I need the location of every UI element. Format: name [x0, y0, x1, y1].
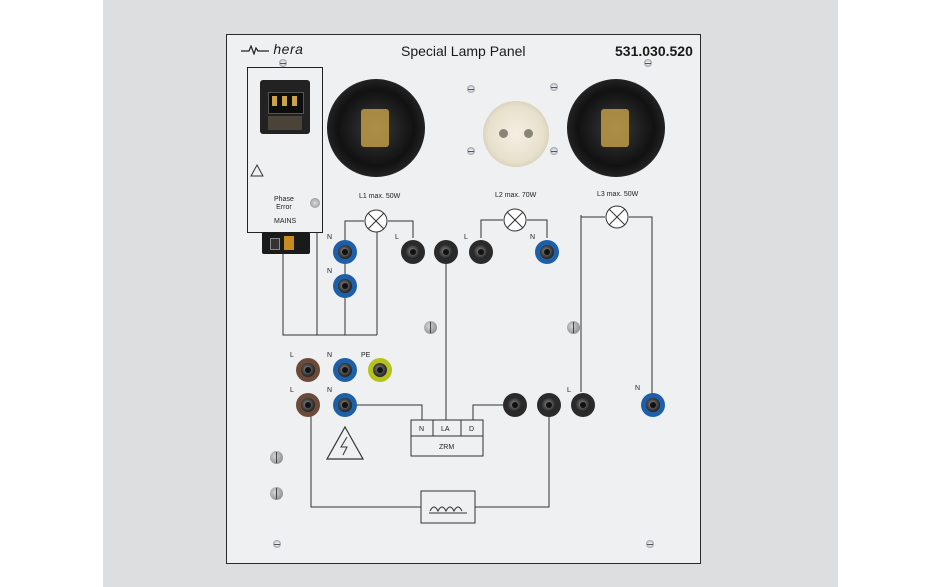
- jack-l-black[interactable]: [469, 240, 493, 264]
- lamp-socket-l1[interactable]: [327, 79, 425, 177]
- lamp-label-l2: L2 max. 70W: [495, 192, 537, 199]
- logo-wave-icon: [241, 44, 269, 57]
- terminal-label-n: N: [530, 234, 536, 241]
- phase-error-lamp: [310, 198, 320, 208]
- terminal-label-l: L: [567, 387, 571, 394]
- mains-switch[interactable]: [262, 232, 310, 254]
- jack-n-blue[interactable]: [535, 240, 559, 264]
- lamp-panel: hera Special Lamp Panel 531.030.520 Phas…: [226, 34, 701, 564]
- jack-choke-black[interactable]: [537, 393, 561, 417]
- part-number: 531.030.520: [615, 43, 693, 59]
- mounting-knob: [270, 487, 283, 500]
- screw: [644, 59, 652, 67]
- mains-label: MAINS: [274, 218, 297, 225]
- zrm-pin-la: LA: [441, 426, 450, 433]
- panel-title: Special Lamp Panel: [401, 43, 526, 59]
- mounting-knob: [424, 321, 437, 334]
- terminal-label-n: N: [327, 268, 333, 275]
- lamp-socket-l2[interactable]: [483, 101, 549, 167]
- jack-l-black[interactable]: [401, 240, 425, 264]
- screw: [467, 147, 475, 155]
- terminal-label-l: L: [290, 352, 294, 359]
- terminal-label-n: N: [327, 234, 333, 241]
- phase-error-label: Phase Error: [274, 196, 294, 211]
- zrm-pin-d: D: [469, 426, 475, 433]
- terminal-label-l: L: [464, 234, 468, 241]
- jack-n-blue[interactable]: [333, 240, 357, 264]
- jack-n-blue[interactable]: [333, 274, 357, 298]
- terminal-label-l: L: [290, 387, 294, 394]
- jack-l-black[interactable]: [571, 393, 595, 417]
- mounting-knob: [567, 321, 580, 334]
- wiring-diagram: [250, 163, 653, 524]
- jack-la-black[interactable]: [434, 240, 458, 264]
- terminal-label-l: L: [395, 234, 399, 241]
- lamp-label-l3: L3 max. 50W: [597, 191, 639, 198]
- terminal-label-n: N: [327, 387, 333, 394]
- mounting-knob: [270, 451, 283, 464]
- jack-n-blue[interactable]: [333, 393, 357, 417]
- terminal-label-n: N: [635, 385, 641, 392]
- lamp-label-l1: L1 max. 50W: [359, 193, 401, 200]
- jack-n-blue[interactable]: [333, 358, 357, 382]
- screw: [550, 147, 558, 155]
- screw: [646, 540, 654, 548]
- hera-logo: hera: [241, 41, 303, 57]
- jack-pe-green-yellow[interactable]: [368, 358, 392, 382]
- high-voltage-warning-icon: [325, 425, 365, 460]
- screw: [467, 85, 475, 93]
- jack-l-brown[interactable]: [296, 358, 320, 382]
- jack-l-brown[interactable]: [296, 393, 320, 417]
- zrm-label: ZRM: [439, 444, 455, 451]
- terminal-label-n: N: [327, 352, 333, 359]
- jack-n-blue[interactable]: [641, 393, 665, 417]
- iec-power-inlet[interactable]: [260, 80, 310, 134]
- brand-name: hera: [273, 41, 304, 57]
- jack-d-black[interactable]: [503, 393, 527, 417]
- screw: [550, 83, 558, 91]
- screw: [279, 59, 287, 67]
- lamp-socket-l3[interactable]: [567, 79, 665, 177]
- terminal-label-pe: PE: [361, 352, 371, 359]
- mains-module: Phase Error MAINS: [247, 67, 323, 254]
- screw: [273, 540, 281, 548]
- zrm-pin-n: N: [419, 426, 425, 433]
